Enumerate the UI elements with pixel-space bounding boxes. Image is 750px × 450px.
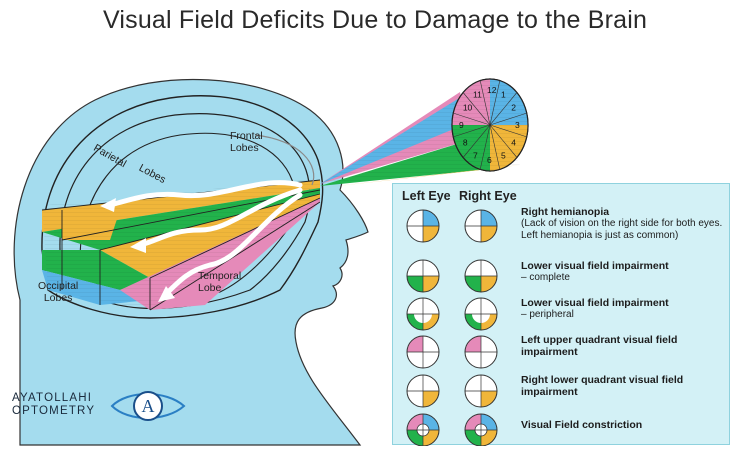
left-eye-field-icon — [406, 297, 440, 331]
clock-number: 12 — [487, 85, 497, 95]
temporal-label-line1: Temporal — [198, 270, 242, 282]
clock-number: 7 — [473, 150, 478, 160]
clock-number: 10 — [463, 103, 473, 113]
row3-title: Lower visual field impairment — [521, 297, 669, 309]
clock-number: 9 — [459, 120, 464, 130]
logo-text: AYATOLLAHI OPTOMETRY — [12, 392, 95, 418]
clock-number: 1 — [501, 90, 506, 100]
occipital-label-line2: Lobes — [43, 292, 73, 304]
row1-sub: (Lack of vision on the right side for bo… — [521, 218, 723, 241]
logo-line2: OPTOMETRY — [12, 405, 96, 417]
clock-number: 4 — [511, 138, 516, 148]
left-eye-field-icon — [406, 374, 440, 408]
legend-row-lower-complete: Lower visual field impairment – complete — [521, 260, 726, 284]
logo-mark: A — [142, 396, 155, 416]
clock-number: 2 — [511, 103, 516, 113]
row4-title: Left upper quadrant visual field impairm… — [521, 334, 678, 358]
right-eye-field-icon — [464, 413, 498, 446]
right-eye-field-icon — [464, 259, 498, 293]
legend-eye-icons — [406, 209, 498, 446]
right-eye-heading: Right Eye — [459, 189, 517, 203]
left-eye-heading: Left Eye — [402, 189, 451, 203]
row2-sub: – complete — [521, 272, 570, 283]
frontal-arc — [254, 134, 315, 186]
right-eye-field-icon — [464, 335, 498, 369]
frontal-lobes-label: Frontal Lobes — [230, 130, 263, 154]
logo-eye-icon: A — [110, 391, 186, 421]
legend-panel: Left Eye Right Eye Right hemianopia (Lac… — [392, 183, 730, 446]
arrow-heads — [100, 198, 175, 302]
row6-title: Visual Field constriction — [521, 419, 643, 431]
pathway-arrows — [107, 180, 303, 298]
legend-row-right-lower-quadrant: Right lower quadrant visual field impair… — [521, 374, 726, 398]
clock-number: 3 — [515, 120, 520, 130]
page-title: Visual Field Deficits Due to Damage to t… — [102, 6, 648, 34]
legend-row-right-hemianopia: Right hemianopia (Lack of vision on the … — [521, 206, 726, 241]
right-eye-field-icon — [464, 209, 498, 243]
left-eye-field-icon — [406, 413, 440, 446]
temporal-lobe-label: Temporal Lobe — [198, 270, 241, 294]
frontal-label-line2: Lobes — [230, 142, 259, 154]
left-eye-field-icon — [406, 259, 440, 293]
clock-number: 8 — [463, 138, 468, 148]
row2-title: Lower visual field impairment — [521, 260, 669, 272]
legend-row-lower-peripheral: Lower visual field impairment – peripher… — [521, 297, 726, 321]
frontal-label-line1: Frontal — [230, 130, 263, 142]
right-eye-field-icon — [464, 374, 498, 408]
left-eye-field-icon — [406, 335, 440, 369]
brain-outer-outline — [41, 95, 324, 319]
clock-number: 6 — [487, 155, 492, 165]
clock-number: 5 — [501, 150, 506, 160]
legend-row-left-upper-quadrant: Left upper quadrant visual field impairm… — [521, 334, 726, 358]
clock-number: 11 — [473, 90, 482, 100]
legend-row-constriction: Visual Field constriction — [521, 419, 726, 431]
row1-title: Right hemianopia — [521, 206, 610, 218]
left-eye-field-icon — [406, 209, 440, 243]
row5-title: Right lower quadrant visual field impair… — [521, 374, 684, 398]
occipital-lobes-label: Occipital Lobes — [38, 280, 78, 304]
row3-sub: – peripheral — [521, 309, 574, 320]
logo-line1: AYATOLLAHI — [12, 392, 93, 404]
occipital-label-line1: Occipital — [38, 280, 79, 292]
right-eye-field-icon — [464, 297, 498, 331]
temporal-label-line2: Lobe — [198, 282, 222, 294]
